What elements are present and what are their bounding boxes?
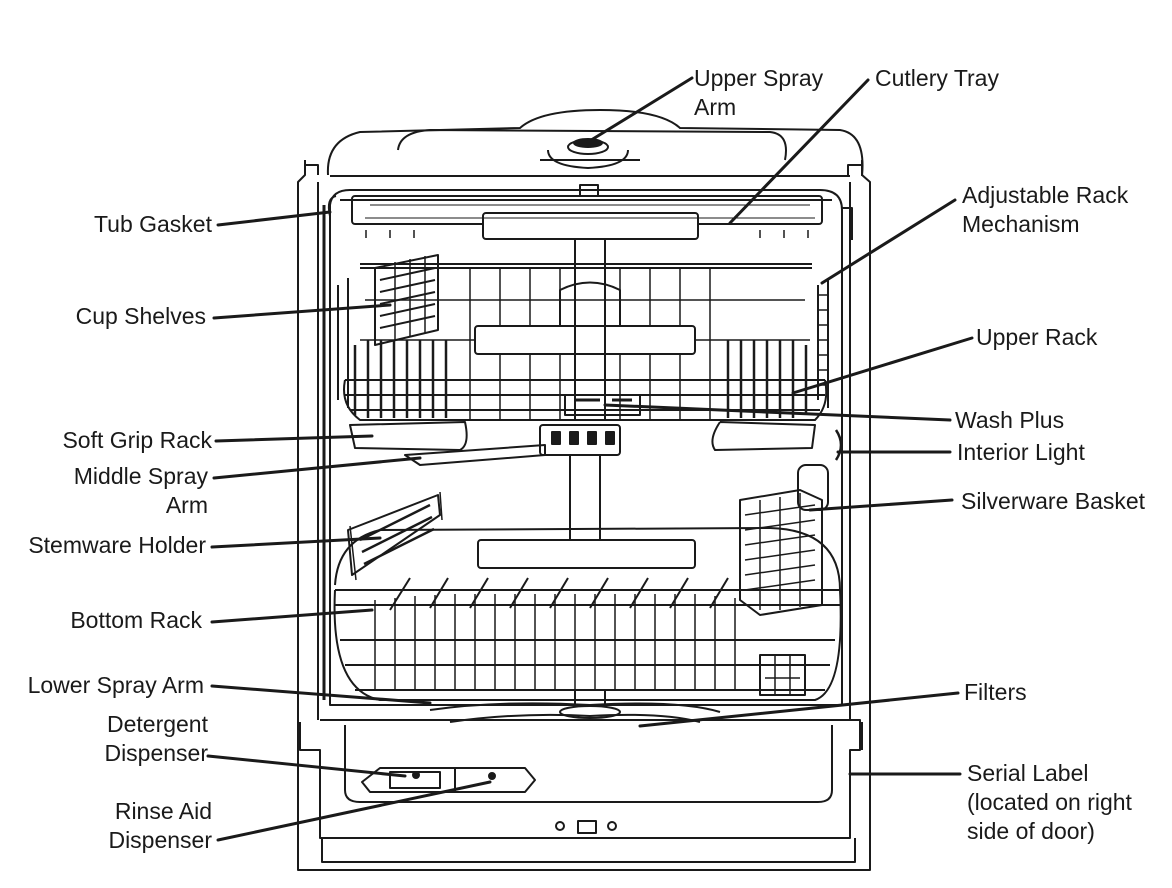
leader-lines [206, 76, 974, 842]
interior-light [834, 429, 843, 461]
label-middle-spray-arm-line1: Middle Spray [73, 463, 208, 489]
label-interior-light-line1: Interior Light [957, 439, 1085, 465]
tub-gasket [322, 195, 853, 700]
leader-lower-spray-arm [210, 684, 432, 705]
label-stemware-holder-line1: Stemware Holder [28, 532, 206, 558]
label-tub-gasket-line1: Tub Gasket [93, 211, 212, 237]
lower-spray-arm [429, 702, 721, 723]
label-middle-spray-arm: Middle Spray Arm [74, 462, 208, 520]
leader-wash-plus [603, 403, 952, 422]
label-tub-gasket: Tub Gasket [94, 210, 212, 239]
leader-cutlery-tray [728, 78, 870, 225]
label-upper-rack: Upper Rack [976, 323, 1097, 352]
label-interior-light: Interior Light [957, 438, 1085, 467]
label-wash-plus-line1: Wash Plus [955, 407, 1065, 433]
label-detergent-dispenser-line1: Detergent [106, 711, 208, 737]
label-serial-label: Serial Label (located on right side of d… [967, 759, 1132, 846]
label-cutlery-tray-line1: Cutlery Tray [875, 65, 999, 91]
leader-rinse-aid-dispenser [216, 780, 492, 842]
leader-detergent-dispenser [206, 754, 407, 778]
label-stemware-holder: Stemware Holder [28, 531, 206, 560]
label-serial-label-line3: side of door) [967, 818, 1095, 844]
label-soft-grip-rack-line1: Soft Grip Rack [62, 427, 212, 453]
label-bottom-rack-line1: Bottom Rack [70, 607, 202, 633]
label-bottom-rack: Bottom Rack [70, 606, 202, 635]
label-wash-plus: Wash Plus [955, 406, 1064, 435]
leader-tub-gasket [216, 210, 332, 227]
label-lower-spray-arm-line1: Lower Spray Arm [27, 672, 204, 698]
label-upper-spray-arm-line2: Arm [694, 94, 737, 120]
soft-grip-rack [349, 421, 816, 451]
label-detergent-dispenser-line2: Dispenser [104, 740, 208, 766]
label-filters: Filters [964, 678, 1027, 707]
label-detergent-dispenser: Detergent Dispenser [104, 710, 208, 768]
leader-upper-spray-arm [586, 76, 694, 144]
label-upper-spray-arm: Upper Spray Arm [694, 64, 823, 122]
label-adjustable-rack-line1: Adjustable Rack [962, 182, 1129, 208]
bottom-rack [333, 527, 842, 701]
label-soft-grip-rack: Soft Grip Rack [62, 426, 212, 455]
leader-filters [638, 691, 960, 728]
door [299, 719, 861, 863]
stemware-holder [347, 491, 443, 581]
label-upper-rack-line1: Upper Rack [976, 324, 1098, 350]
label-rinse-aid-dispenser: Rinse Aid Dispenser [108, 797, 212, 855]
label-lower-spray-arm: Lower Spray Arm [28, 671, 204, 700]
label-rinse-aid-dispenser-line1: Rinse Aid [114, 798, 212, 824]
label-serial-label-line1: Serial Label [967, 760, 1089, 786]
label-serial-label-line2: (located on right [967, 789, 1132, 815]
label-filters-line1: Filters [964, 679, 1027, 705]
label-cup-shelves: Cup Shelves [76, 302, 206, 331]
leader-bottom-rack [210, 608, 374, 624]
door-hinges [299, 722, 863, 750]
leader-silverware-basket [808, 498, 954, 512]
label-silverware-basket: Silverware Basket [961, 487, 1145, 516]
leader-cup-shelves [212, 303, 392, 320]
label-upper-spray-arm-line1: Upper Spray [694, 65, 824, 91]
filters [559, 689, 621, 719]
silverware-basket [739, 464, 829, 696]
label-silverware-basket-line1: Silverware Basket [961, 488, 1146, 514]
label-adjustable-rack-line2: Mechanism [962, 211, 1080, 237]
label-rinse-aid-dispenser-line2: Dispenser [108, 827, 212, 853]
leader-upper-rack [791, 336, 974, 395]
tub-body [297, 109, 871, 871]
label-cutlery-tray: Cutlery Tray [875, 64, 999, 93]
leader-adjustable-rack-mechanism [820, 198, 957, 285]
upper-rack [343, 263, 828, 421]
leader-stemware-holder [210, 536, 382, 549]
cup-shelves [374, 254, 439, 346]
label-adjustable-rack-mechanism: Adjustable Rack Mechanism [962, 181, 1128, 239]
leader-middle-spray-arm [212, 456, 422, 480]
label-cup-shelves-line1: Cup Shelves [75, 303, 206, 329]
cutlery-tray [351, 184, 823, 240]
leader-soft-grip-rack [214, 434, 374, 443]
wash-plus [564, 240, 641, 420]
upper-spray-arm [540, 138, 640, 169]
label-middle-spray-arm-line2: Arm [165, 492, 208, 518]
